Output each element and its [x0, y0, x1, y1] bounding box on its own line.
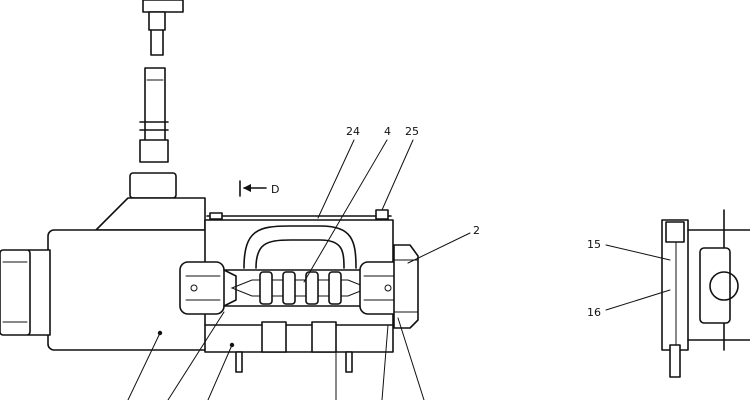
- view-label: D: [271, 183, 279, 196]
- solenoid-housing: [0, 172, 211, 351]
- electrical-cable-connector: [139, 0, 184, 163]
- callout-2: 2: [473, 224, 480, 237]
- callout-25: 25: [405, 125, 419, 138]
- right-end-fitting: [359, 244, 419, 329]
- callout-4: 4: [384, 125, 391, 138]
- spool: [230, 271, 370, 305]
- side-view: [661, 209, 750, 378]
- callout-24: 24: [346, 125, 360, 138]
- leader-lines: [127, 139, 671, 400]
- callout-16: 16: [587, 306, 601, 319]
- left-end-fitting: [179, 261, 237, 315]
- view-direction-arrow: D: [239, 180, 279, 197]
- callout-15: 15: [587, 238, 601, 251]
